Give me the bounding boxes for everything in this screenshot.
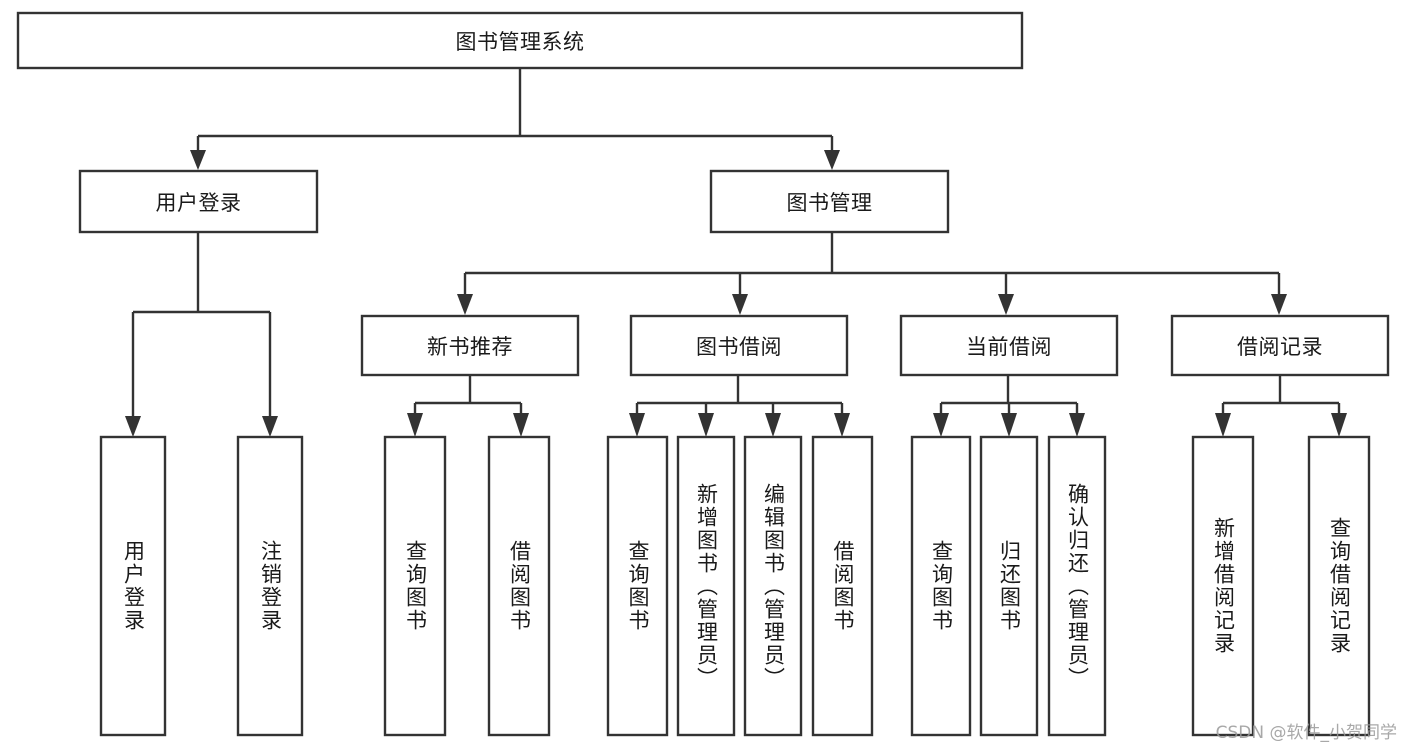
node-box-current-borrow[interactable]	[899, 314, 1119, 377]
node-box-leaf-logout[interactable]	[236, 435, 304, 737]
edge-current-borrow-to-leaves	[933, 375, 1085, 437]
node-box-leaf-query-record[interactable]	[1307, 435, 1371, 737]
node-box-borrow-record[interactable]	[1170, 314, 1390, 377]
node-box-leaf-borrow-book-2[interactable]	[811, 435, 874, 737]
node-box-new-book-rec[interactable]	[360, 314, 580, 377]
node-box-leaf-user-login[interactable]	[99, 435, 167, 737]
arrowhead-leaf-borrow-book-2	[834, 413, 850, 437]
arrowhead-book-manage	[824, 150, 840, 170]
arrowhead-leaf-confirm-return	[1069, 413, 1085, 437]
node-box-leaf-return-book[interactable]	[979, 435, 1039, 737]
edge-borrow-record-to-leaves	[1215, 375, 1347, 437]
node-box-leaf-add-record[interactable]	[1191, 435, 1255, 737]
arrowhead-leaf-query-book-1	[407, 413, 423, 437]
node-box-leaf-add-book[interactable]	[676, 435, 736, 737]
csdn-watermark: CSDN @软件_小贺同学	[1215, 723, 1397, 743]
node-box-book-borrow[interactable]	[629, 314, 849, 377]
node-box-leaf-query-book-3[interactable]	[910, 435, 972, 737]
edge-book-borrow-to-leaves	[629, 375, 850, 437]
edge-book-manage-to-level3	[457, 232, 1287, 315]
edge-root-to-level2	[190, 68, 840, 170]
arrowhead-leaf-add-book	[698, 413, 714, 437]
arrowhead-user-login	[190, 150, 206, 170]
node-box-leaf-confirm-return[interactable]	[1047, 435, 1107, 737]
arrowhead-current-borrow	[998, 294, 1014, 315]
arrowhead-leaf-query-book-3	[933, 413, 949, 437]
arrowhead-leaf-edit-book	[765, 413, 781, 437]
node-box-leaf-borrow-book-1[interactable]	[487, 435, 551, 737]
arrowhead-leaf-user-login	[125, 416, 141, 437]
arrowhead-leaf-borrow-book-1	[513, 413, 529, 437]
node-box-user-login[interactable]	[78, 169, 319, 234]
arrowhead-leaf-query-record	[1331, 413, 1347, 437]
node-box-leaf-query-book-1[interactable]	[383, 435, 447, 737]
arrowhead-leaf-logout	[262, 416, 278, 437]
node-box-book-manage[interactable]	[709, 169, 950, 234]
arrowhead-borrow-record	[1271, 294, 1287, 315]
edge-new-book-rec-to-leaves	[407, 375, 529, 437]
arrowhead-book-borrow	[732, 294, 748, 315]
arrowhead-leaf-query-book-2	[629, 413, 645, 437]
arrowhead-leaf-return-book	[1001, 413, 1017, 437]
edge-user-login-to-leaves	[125, 232, 278, 437]
node-box-root[interactable]	[16, 11, 1024, 70]
node-box-leaf-edit-book[interactable]	[743, 435, 803, 737]
node-box-leaf-query-book-2[interactable]	[606, 435, 669, 737]
arrowhead-leaf-add-record	[1215, 413, 1231, 437]
arrowhead-new-book-rec	[457, 294, 473, 315]
